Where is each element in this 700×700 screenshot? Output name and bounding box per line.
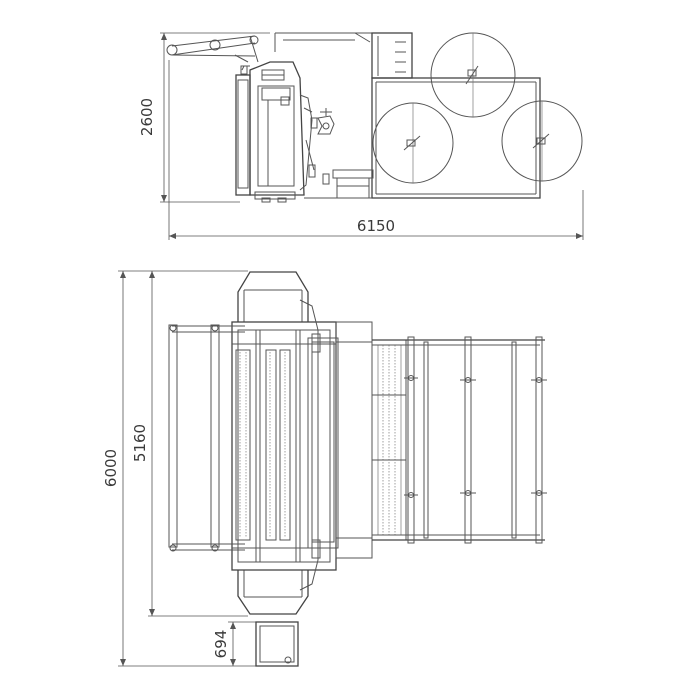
dimension-side-height: 2600 (138, 33, 167, 202)
take-up-frame (304, 32, 541, 199)
dim-label-side-height: 2600 (138, 98, 156, 136)
control-console-plan (255, 621, 299, 667)
plan-view: 6000 5160 694 (102, 270, 547, 667)
take-up-plan (307, 321, 547, 559)
dimension-machine-depth: 5160 (131, 271, 155, 616)
dim-label-side-width: 6150 (357, 217, 395, 235)
dimension-console-depth: 694 (212, 622, 236, 666)
dimension-side-width: 6150 (169, 217, 583, 239)
dimension-total-depth: 6000 (102, 271, 126, 666)
fabric-roll-top (430, 32, 516, 118)
overhead-bar (274, 32, 372, 52)
machine-plan-outline (231, 271, 337, 615)
dim-label-console-depth: 694 (212, 630, 230, 659)
side-elevation-view: 2600 6150 (138, 32, 584, 240)
fabric-roll-left (372, 102, 454, 184)
fabric-roll-right (501, 100, 583, 182)
dim-label-total-depth: 6000 (102, 449, 120, 487)
creel-arm (166, 35, 259, 63)
machine-body (235, 61, 335, 203)
creel-plan (168, 324, 245, 552)
dim-label-machine-depth: 5160 (131, 424, 149, 462)
